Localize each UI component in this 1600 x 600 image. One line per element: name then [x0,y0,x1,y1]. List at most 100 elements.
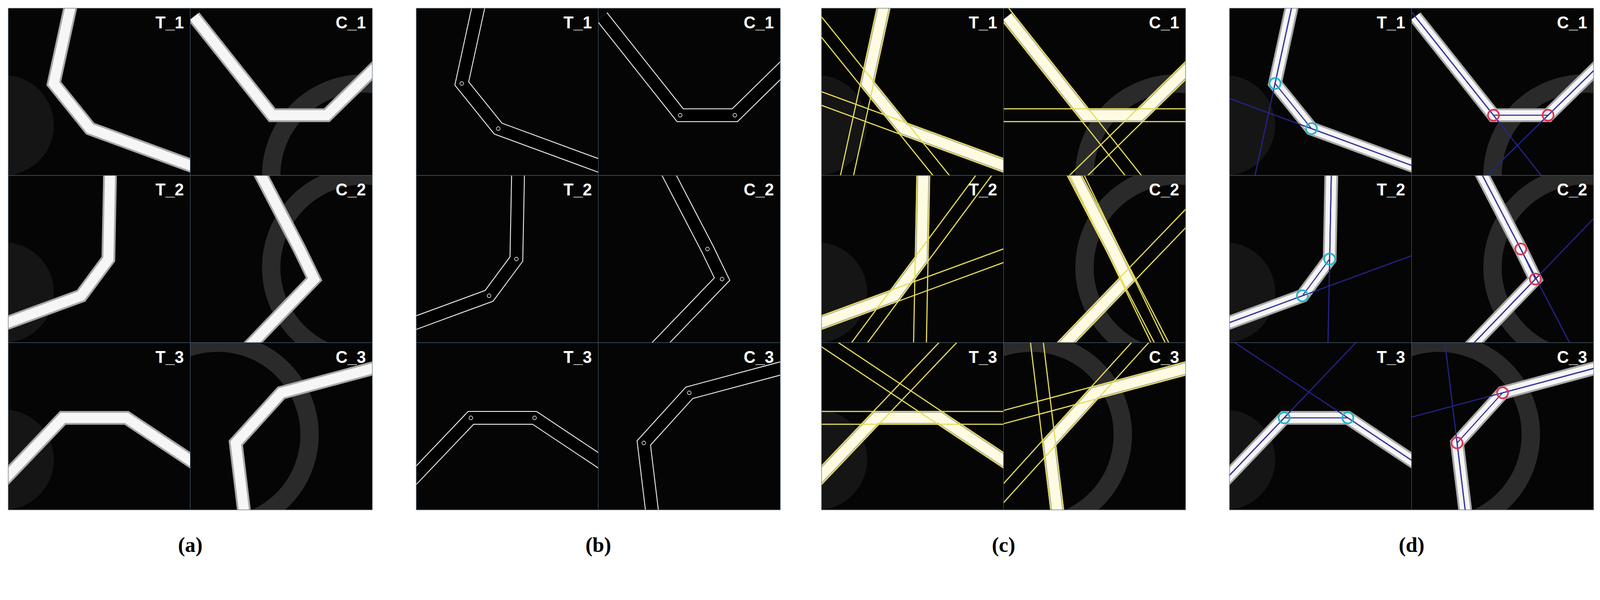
edge-outline [601,16,781,116]
background-shadow [8,75,55,176]
image-cell [416,342,599,511]
cell-border [1229,8,1412,176]
hough-line [1003,342,1175,511]
edge-outline [461,8,599,169]
bar-edge [1229,418,1412,485]
image-cell [1229,175,1412,343]
image-tag-holder: C_2 [335,181,366,199]
cell-border [8,8,191,176]
image-tag-holder: C_1 [335,14,366,32]
image-tag: C_1 [1556,14,1588,32]
image-tag: T_3 [968,349,997,366]
center-line [1229,175,1332,327]
edge-outline [653,175,723,343]
fitted-line [1411,342,1577,511]
hough-line [1003,108,1187,110]
hough-line [1003,8,1187,176]
hough-line [821,424,1004,426]
cell-border [8,175,191,343]
hough-line [821,8,1004,176]
hough-line [821,8,1004,176]
image-tag-holder: C_3 [1148,349,1180,366]
image-cell [821,342,1004,511]
white-bar [8,175,111,327]
corner-noise [642,441,646,446]
bar-edge [244,175,315,343]
image-tag: C_2 [1556,181,1588,199]
center-line [1457,366,1594,511]
white-bar [1058,175,1128,343]
corner-point [1306,123,1318,135]
edge-inner [601,16,781,116]
background-shadow [1229,75,1276,176]
image-tag: C_1 [335,14,366,32]
image-cell [1411,342,1595,511]
background-shadow [8,242,55,343]
hough-line [1003,175,1187,343]
corner-noise [487,293,491,298]
image-tag-holder: T_2 [155,181,184,199]
image-cell [1229,8,1412,176]
panel-letter-holder: (b) [585,534,611,556]
edge-outline [643,366,781,511]
white-bar [1414,16,1594,116]
hough-line [821,8,1004,176]
corner-noise [532,416,537,420]
image-tag: T_2 [155,181,184,199]
image-tag-holder: T_1 [1376,14,1405,32]
bar-edge [1414,16,1594,116]
cell-border [1229,342,1412,511]
hough-line [1003,342,1162,511]
cell-border [416,175,599,343]
image-tag: T_1 [1376,14,1405,32]
corner-noise [468,416,473,420]
image-tag: C_3 [1556,349,1588,366]
image-tag-holder: T_3 [563,349,592,366]
white-bar [1457,366,1594,511]
bar-edge [8,418,191,485]
image-tag: T_2 [968,181,997,199]
bar-edge [821,175,924,327]
hough-line [821,411,1004,413]
corner-point [1529,273,1541,285]
image-cell [598,175,781,343]
white-bar [235,366,373,511]
bar-edge [193,16,373,116]
corner-point [1451,437,1463,449]
image-tag: T_1 [968,14,997,32]
cell-border [1411,342,1595,511]
background-shadow [821,75,868,176]
image-cell [416,175,599,343]
image-tag-holder: C_3 [743,349,774,366]
corner-noise [678,113,682,118]
cell-border [821,342,1004,511]
bar-edge [1229,175,1332,327]
hough-line [821,175,1004,343]
white-bar [1006,16,1186,116]
image-tag: C_2 [1148,181,1180,199]
image-cell [1003,175,1187,343]
image-tag: T_3 [563,349,592,366]
corner-point [1496,387,1508,399]
image-cell [1411,8,1595,176]
cell-border [1003,8,1187,176]
fitted-line [1411,8,1595,176]
image-tag-holder: T_3 [968,349,997,366]
image-tag-holder: C_2 [1148,181,1180,199]
hough-line [821,342,1004,511]
corner-point [1487,109,1499,121]
image-cell [416,8,599,176]
fitted-line [1411,342,1595,511]
fitted-line [1229,342,1412,511]
image-cell [1229,342,1412,511]
image-tag-holder: T_1 [968,14,997,32]
image-tag: C_3 [335,349,366,366]
white-bar [1229,175,1332,327]
corner-point [1296,290,1308,302]
white-bar [821,175,924,327]
image-tag-holder: C_3 [335,349,366,366]
white-bar [193,16,373,116]
cell-border [598,175,781,343]
edge-outline [416,418,599,485]
white-bar [1466,175,1536,343]
